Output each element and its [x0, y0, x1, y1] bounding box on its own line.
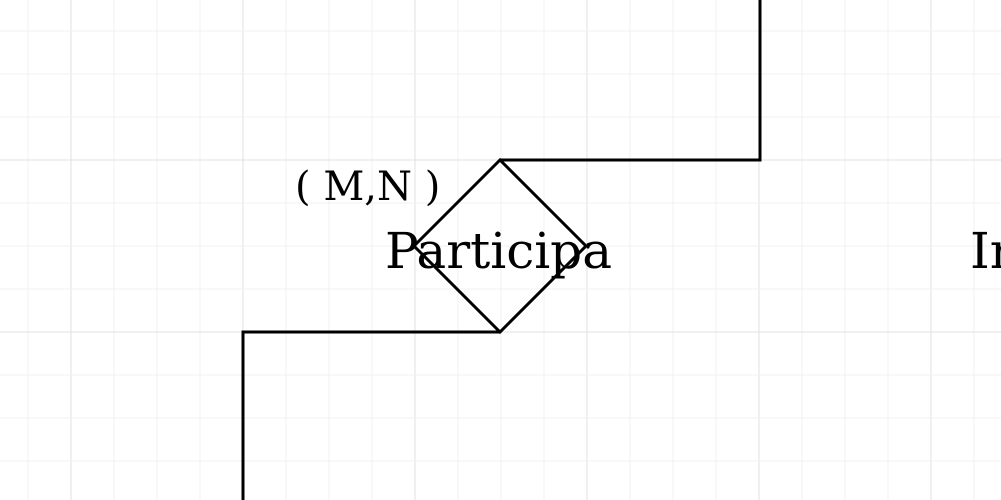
connector-top-right[interactable]: [500, 0, 762, 162]
cardinality-label: ( M,N ): [295, 164, 440, 210]
relationship-label: Participa: [385, 222, 612, 280]
connector-bottom-left[interactable]: [241, 330, 500, 500]
relationship-diamond[interactable]: [411, 157, 589, 335]
entity-label-cut-off: In: [970, 222, 1001, 280]
